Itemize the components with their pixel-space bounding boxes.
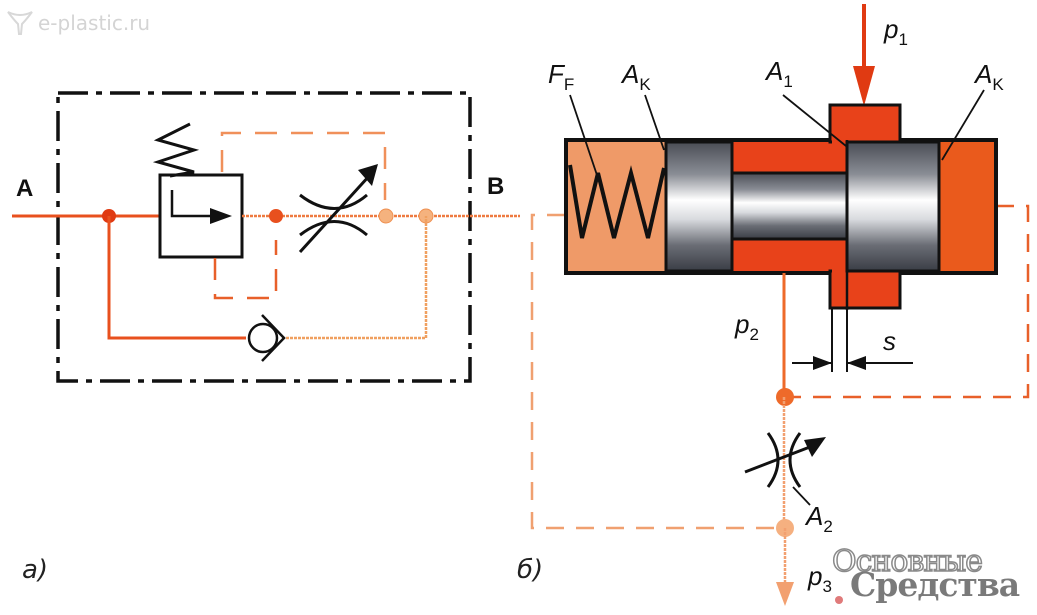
label-p1: p1 [883,14,908,49]
spring-icon [152,122,200,178]
junction-a3 [378,208,394,224]
stroke-arrow-left-icon [813,356,832,370]
outlet-port-p2 [828,269,902,310]
throttle-adjust-arrow [298,173,372,254]
spring-chamber [568,142,665,271]
port-b-label: B [487,173,504,200]
bypass-line [107,216,246,340]
label-a1: A1 [764,56,793,91]
pilot-line-left [530,213,782,530]
label-ak-right: AK [973,59,1004,94]
label-ff: FF [548,59,574,94]
leader-a2 [792,486,811,506]
label-a2: A2 [804,501,833,536]
diagram-b: FF AK A1 AK p1 p2 s A2 p3 б) [517,4,1030,606]
check-valve-seat [261,314,286,362]
spool-stem [730,171,849,241]
spring-icon-b [568,164,666,239]
throttle-b-adjust-arrow [744,443,816,474]
label-p3: p3 [807,561,832,596]
inlet-port-p1 [828,103,902,144]
label-p2: p2 [734,309,759,344]
flow-arrow-head-icon [210,208,232,224]
check-valve [247,322,279,354]
flow-path-arrow [170,190,215,218]
pilot-line-right [790,204,1030,399]
port-a-label: A [16,175,33,202]
pilot-line-lower [213,240,278,300]
watermark-text: e-plastic.ru [38,11,151,35]
leader-ak-left [644,94,665,151]
diagram-a: A B a) [12,91,520,585]
brand-line-1: Основные [831,544,983,579]
p1-arrow-head-icon [853,66,875,106]
leader-ff [569,94,603,191]
p3-arrow-head-icon [776,582,794,606]
label-s: s [883,326,896,356]
throttle-b-arrow-head-icon [804,437,826,457]
junction-a2 [269,209,283,223]
stroke-arrow-right-icon [847,356,866,370]
eplastic-logo-icon [7,11,33,35]
right-chamber [939,142,994,271]
caption-b: б) [517,555,543,585]
brand-dot-icon [835,596,843,604]
throttle-lower-arc [299,220,368,237]
return-line [282,216,428,340]
throttle-upper-arc [299,193,368,210]
spool-land-right [845,140,941,273]
pilot-line-upper [220,131,387,200]
leader-ak-right [941,89,985,161]
adjust-arrow-head-icon [358,164,378,186]
label-ak-left: AK [620,59,651,94]
leader-a1 [782,94,847,147]
watermark: e-plastic.ru [6,10,150,36]
spool-land-left [664,140,734,273]
throttle-b-right-arc [788,432,802,488]
component-boundary-frame [56,91,472,383]
brand-line-2: Средства [850,565,1020,604]
caption-a: a) [22,555,48,585]
